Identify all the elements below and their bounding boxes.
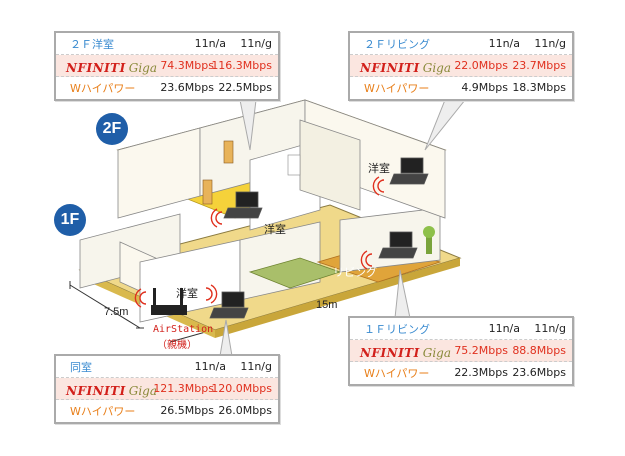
label-1f-living: リビング: [333, 266, 377, 279]
nfiniti-na: 75.2Mbps: [454, 344, 508, 357]
floor-1f-badge: 1F: [54, 204, 86, 236]
col1-header: 11n/a: [194, 37, 226, 50]
room-name: １Ｆリビング: [364, 322, 430, 336]
col2-header: 11n/g: [534, 37, 566, 50]
highpower-ng: 26.0Mbps: [218, 404, 272, 417]
nfiniti-ng: 23.7Mbps: [512, 59, 566, 72]
room-name: 同室: [70, 360, 92, 374]
highpower-na: 23.6Mbps: [160, 81, 214, 94]
box-header: １Ｆリビング 11n/a 11n/g: [350, 318, 572, 340]
col2-header: 11n/g: [534, 322, 566, 335]
label-1f-western: 洋室: [176, 287, 198, 300]
highpower-ng: 23.6Mbps: [512, 366, 566, 379]
signal-waves: [134, 176, 385, 308]
highpower-label: Wハイパワー: [70, 404, 136, 418]
highpower-na: 4.9Mbps: [461, 81, 508, 94]
box-header: ２Ｆリビング 11n/a 11n/g: [350, 33, 572, 55]
box-header: 同室 11n/a 11n/g: [56, 356, 278, 378]
highpower-na: 26.5Mbps: [160, 404, 214, 417]
col1-header: 11n/a: [488, 322, 520, 335]
dimension-width: 15m: [316, 299, 338, 311]
room-name: ２Ｆリビング: [364, 37, 430, 51]
floor-2f-badge: 2F: [96, 113, 128, 145]
highpower-label: Wハイパワー: [364, 366, 430, 380]
col1-header: 11n/a: [488, 37, 520, 50]
col1-header: 11n/a: [194, 360, 226, 373]
highpower-na: 22.3Mbps: [454, 366, 508, 379]
highpower-row: Wハイパワー 26.5Mbps 26.0Mbps: [56, 400, 278, 421]
dimension-depth: 7.5m: [104, 306, 129, 318]
nfiniti-ng: 88.8Mbps: [512, 344, 566, 357]
nfiniti-na: 74.3Mbps: [160, 59, 214, 72]
label-airstation: AirStation: [153, 324, 214, 335]
label-2f-living-room: 洋室: [368, 162, 390, 175]
nfiniti-na: 22.0Mbps: [454, 59, 508, 72]
highpower-ng: 22.5Mbps: [218, 81, 272, 94]
col2-header: 11n/g: [240, 37, 272, 50]
highpower-row: Wハイパワー 23.6Mbps 22.5Mbps: [56, 77, 278, 98]
col2-header: 11n/g: [240, 360, 272, 373]
highpower-ng: 18.3Mbps: [512, 81, 566, 94]
room-name: ２Ｆ洋室: [70, 37, 114, 51]
floor-2f: [116, 99, 447, 231]
nfiniti-ng: 116.3Mbps: [211, 59, 272, 72]
highpower-row: Wハイパワー 4.9Mbps 18.3Mbps: [350, 77, 572, 98]
highpower-label: Wハイパワー: [364, 81, 430, 95]
box-header: ２Ｆ洋室 11n/a 11n/g: [56, 33, 278, 55]
label-2f-western: 洋室: [264, 223, 286, 236]
laptops: [209, 157, 429, 319]
highpower-row: Wハイパワー 22.3Mbps 23.6Mbps: [350, 362, 572, 383]
highpower-label: Wハイパワー: [70, 81, 136, 95]
label-airstation-sub: （親機）: [157, 340, 197, 351]
router-icon: [151, 288, 187, 315]
nfiniti-ng: 120.0Mbps: [211, 382, 272, 395]
nfiniti-na: 121.3Mbps: [153, 382, 214, 395]
